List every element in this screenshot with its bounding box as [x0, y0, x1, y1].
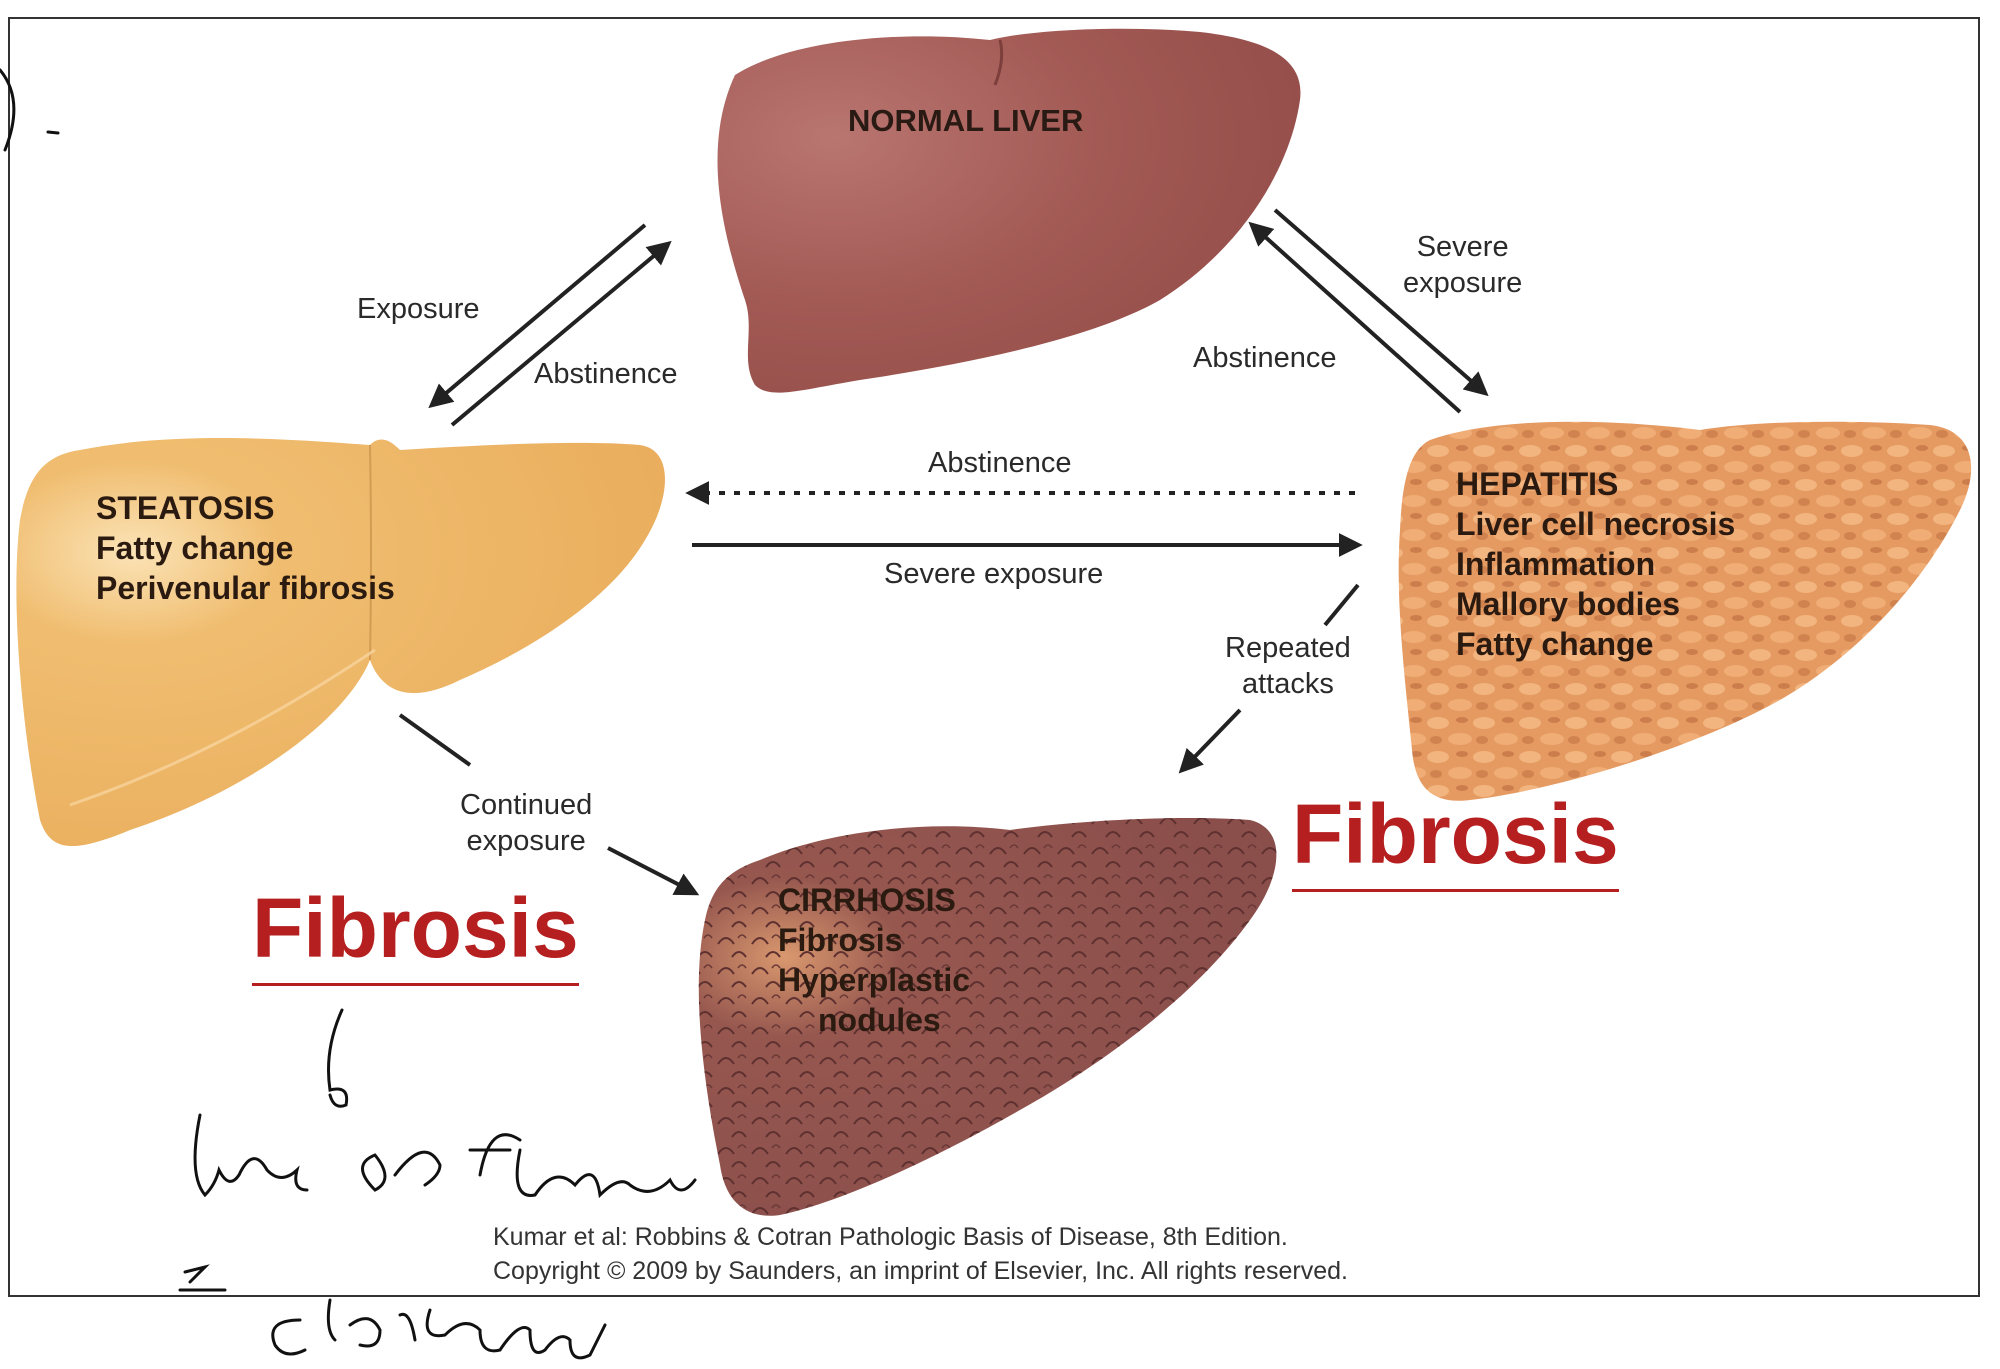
- arrow-severe-exposure-top: [1273, 208, 1489, 397]
- hepatitis-title: HEPATITIS: [1456, 466, 1619, 502]
- fibrosis-annotation-right: Fibrosis: [1292, 786, 1619, 892]
- label-line: exposure: [466, 825, 586, 857]
- cirrhosis-feature: Hyperplastic: [778, 962, 971, 998]
- label-line: Severe: [1416, 231, 1509, 263]
- label-severe-exposure-top: Severe exposure: [1403, 229, 1522, 301]
- label-line: exposure: [1403, 267, 1523, 299]
- steatosis-feature: Perivenular fibrosis: [96, 570, 395, 606]
- steatosis-liver-shape: [16, 438, 665, 847]
- hepatitis-feature: Inflammation: [1456, 546, 1656, 582]
- normal-liver-title: NORMAL LIVER: [848, 103, 1084, 138]
- steatosis-title: STEATOSIS: [96, 490, 275, 526]
- steatosis-feature: Fatty change: [96, 530, 294, 566]
- arrow-repeated-attacks-upper: [1323, 583, 1360, 627]
- arrow-exposure: [428, 223, 647, 409]
- cirrhosis-feature: nodules: [818, 1002, 941, 1038]
- citation-line: Kumar et al: Robbins & Cotran Pathologic…: [493, 1223, 1288, 1251]
- label-repeated-attacks: Repeated attacks: [1225, 630, 1351, 702]
- arrow-abstinence-left: [450, 240, 672, 427]
- cirrhosis-title: CIRRHOSIS: [778, 882, 956, 918]
- label-line: attacks: [1241, 668, 1334, 700]
- hepatitis-label-block: HEPATITIS Liver cell necrosis Inflammati…: [1456, 464, 1735, 664]
- label-line: Continued: [460, 789, 593, 821]
- steatosis-label-block: STEATOSIS Fatty change Perivenular fibro…: [96, 488, 395, 608]
- fibrosis-annotation-left: Fibrosis: [252, 880, 579, 986]
- hepatitis-feature: Fatty change: [1456, 626, 1654, 662]
- hepatitis-liver-shape: [1398, 421, 1972, 801]
- handwritten-notes: [0, 68, 697, 1360]
- arrow-abstinence-right: [1248, 221, 1462, 414]
- label-severe-exposure-middle: Severe exposure: [884, 558, 1104, 590]
- hepatitis-feature: Mallory bodies: [1456, 586, 1681, 622]
- figure-frame: [8, 17, 1980, 1297]
- cirrhosis-nodule-texture: [698, 818, 1277, 1216]
- label-abstinence-right: Abstinence: [1193, 342, 1337, 374]
- label-abstinence-left: Abstinence: [534, 358, 678, 390]
- arrow-continued-exposure: [607, 846, 700, 896]
- arrow-continued-exposure-upper: [398, 713, 472, 767]
- normal-liver-shape: [717, 28, 1301, 393]
- label-continued-exposure: Continued exposure: [460, 787, 592, 859]
- arrow-repeated-attacks: [1178, 708, 1242, 774]
- cirrhosis-label-block: CIRRHOSIS Fibrosis Hyperplastic nodules: [778, 880, 970, 1040]
- citation-line: Copyright © 2009 by Saunders, an imprint…: [493, 1257, 1348, 1285]
- cirrhosis-feature: Fibrosis: [778, 922, 903, 958]
- label-exposure: Exposure: [357, 293, 480, 325]
- hepatitis-feature: Liver cell necrosis: [1456, 506, 1736, 542]
- label-abstinence-middle: Abstinence: [928, 447, 1072, 479]
- label-line: Repeated: [1225, 632, 1351, 664]
- figure-citation: Kumar et al: Robbins & Cotran Pathologic…: [493, 1220, 1348, 1288]
